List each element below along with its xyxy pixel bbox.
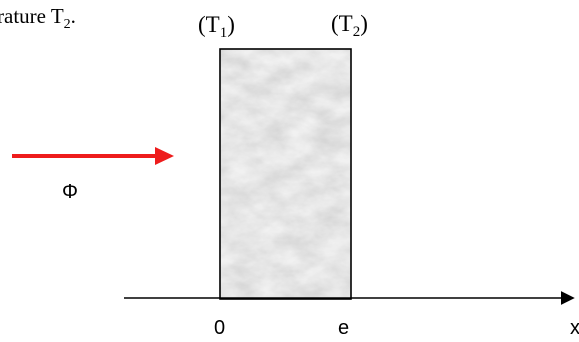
caption-fragment: rature T2.	[0, 4, 76, 32]
heat-flux-arrow	[12, 147, 174, 165]
x-axis-label: x	[570, 317, 579, 339]
flux-label: Φ	[62, 181, 78, 203]
label-t2: (T2)	[331, 11, 368, 40]
marble-wall	[219, 48, 352, 300]
origin-label: 0	[214, 317, 225, 339]
label-t1: (T1)	[198, 12, 235, 41]
thickness-label: e	[338, 317, 349, 339]
